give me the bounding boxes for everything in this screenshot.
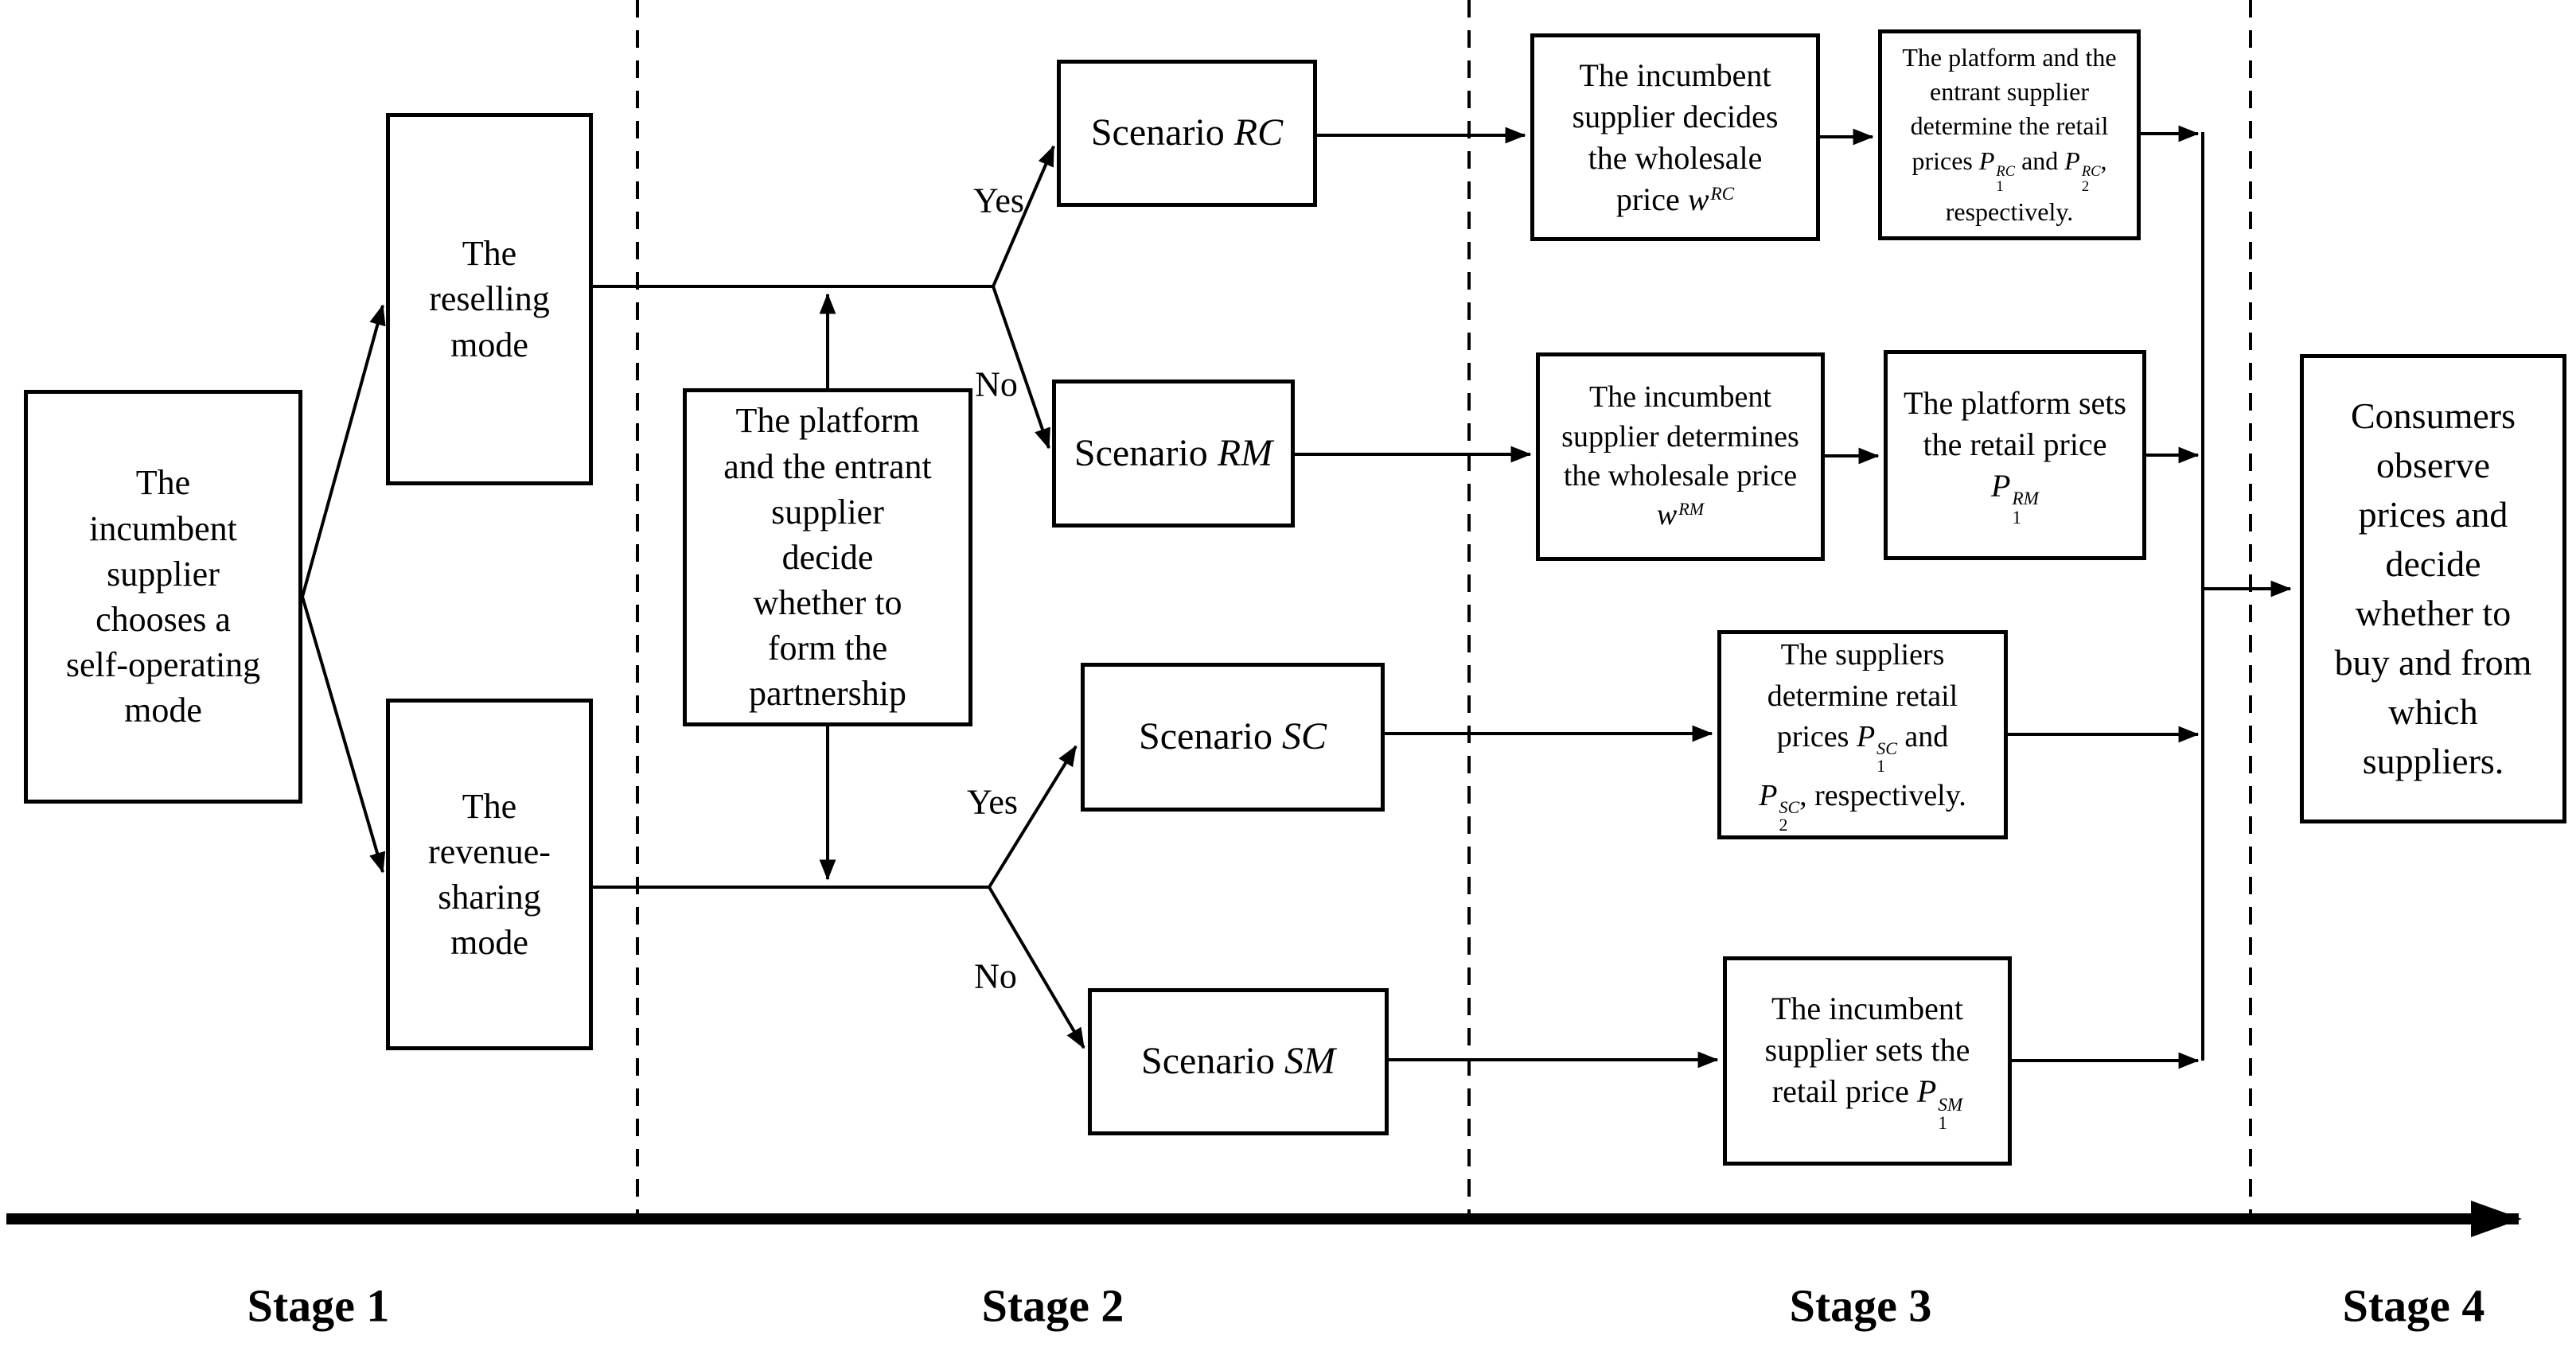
box-rm-wholesale-price-text: The incumbent supplier determines the wh… [1561,380,1799,532]
box-consumers: Consumers observe prices and decide whet… [2300,354,2566,823]
box-partnership-decision-text: The platform and the entrant supplier de… [723,401,932,714]
label-yes-reselling: Yes [972,181,1025,220]
box-rc-wholesale-price: The incumbent supplier decides the whole… [1530,33,1820,241]
box-scenario-sc: Scenario SC [1081,663,1385,812]
box-consumers-text: Consumers observe prices and decide whet… [2334,395,2532,782]
box-sm-retail-price-text: The incumbent supplier sets the retail p… [1764,991,1970,1135]
label-no-revenue: No [974,956,1017,996]
label-stage-4: Stage 4 [2342,1279,2485,1332]
box-reselling-mode-text: The reselling mode [429,234,550,364]
label-yes-revenue: Yes [966,782,1019,822]
box-incumbent-mode-choice: The incumbent supplier chooses a self-op… [24,390,302,804]
box-scenario-rm: Scenario RM [1052,380,1295,528]
connector-yes-to-scenario-rc [992,145,1055,287]
label-no-reselling: No [975,364,1018,404]
box-revenue-sharing-mode-text: The revenue- sharing mode [428,786,551,963]
box-scenario-rm-text: Scenario RM [1074,431,1273,474]
label-stage-1: Stage 1 [247,1279,390,1332]
connector-no-to-scenario-rm [992,286,1050,450]
box-scenario-sc-text: Scenario SC [1139,715,1327,758]
box-rc-retail-prices-text: The platform and the entrant supplier de… [1902,43,2117,226]
box-scenario-rc: Scenario RC [1057,60,1317,207]
box-sm-retail-price: The incumbent supplier sets the retail p… [1723,956,2012,1166]
box-revenue-sharing-mode: The revenue- sharing mode [386,699,593,1050]
box-rc-wholesale-price-text: The incumbent supplier decides the whole… [1572,56,1779,217]
connector-no-to-scenario-sm [988,886,1085,1049]
label-stage-2: Stage 2 [981,1279,1124,1332]
box-rc-retail-prices: The platform and the entrant supplier de… [1878,29,2141,240]
box-rm-wholesale-price: The incumbent supplier determines the wh… [1536,352,1825,561]
label-stage-3: Stage 3 [1789,1279,1932,1332]
connector-yes-to-scenario-sc [988,745,1078,889]
box-reselling-mode: The reselling mode [386,113,593,485]
connector-choice-to-reselling [301,304,386,598]
box-scenario-rc-text: Scenario RC [1090,111,1284,154]
box-incumbent-mode-choice-text: The incumbent supplier chooses a self-op… [65,463,261,730]
box-partnership-decision: The platform and the entrant supplier de… [683,388,972,726]
connector-choice-to-revenue [301,596,386,874]
box-scenario-sm: Scenario SM [1088,988,1389,1135]
box-scenario-sm-text: Scenario SM [1141,1040,1335,1083]
